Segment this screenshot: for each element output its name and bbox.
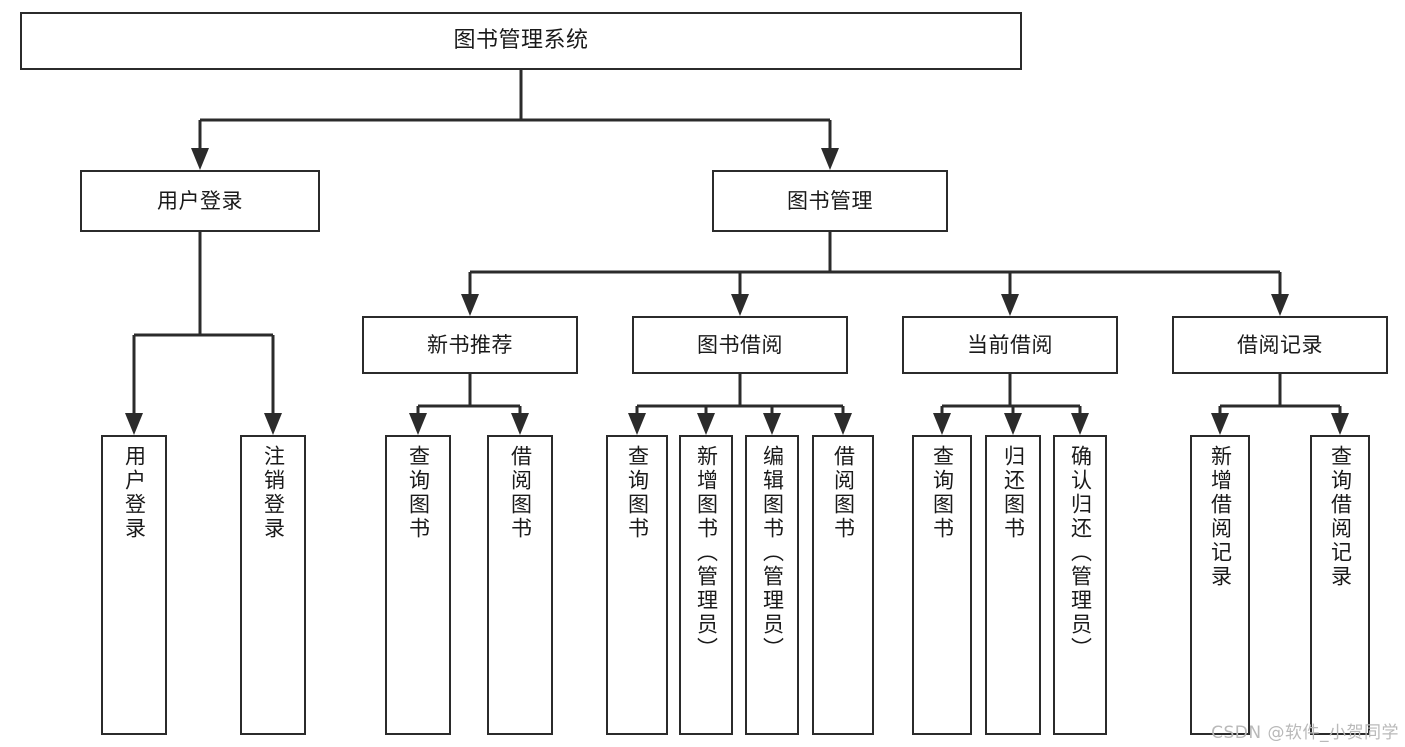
node-l4-d1[interactable]: 查询图书 [912, 435, 972, 735]
edge-arrow-l4-a2 [264, 413, 282, 435]
edge-arrow-l4-c1 [628, 413, 646, 435]
node-label-l2-bookmgr: 图书管理 [787, 188, 873, 213]
node-label-l4-e1: 新增借阅记录 [1208, 445, 1233, 589]
node-label-l4-d2: 归还图书 [1001, 445, 1026, 541]
node-l3-current[interactable]: 当前借阅 [902, 316, 1118, 374]
edge-arrow-l4-d3 [1071, 413, 1089, 435]
node-l4-e1[interactable]: 新增借阅记录 [1190, 435, 1250, 735]
edge-arrow-l3-records [1271, 294, 1289, 316]
edge-arrow-l4-c2 [697, 413, 715, 435]
node-label-l4-d3: 确认归还（管理员） [1068, 445, 1093, 661]
node-label-l4-c3: 编辑图书（管理员） [760, 445, 785, 661]
node-l4-b2[interactable]: 借阅图书 [487, 435, 553, 735]
node-l4-e2[interactable]: 查询借阅记录 [1310, 435, 1370, 735]
node-l4-c1[interactable]: 查询图书 [606, 435, 668, 735]
edge-arrow-l2-bookmgr [821, 148, 839, 170]
edge-arrow-l4-b2 [511, 413, 529, 435]
node-l3-records[interactable]: 借阅记录 [1172, 316, 1388, 374]
node-l3-borrow[interactable]: 图书借阅 [632, 316, 848, 374]
node-l4-c3[interactable]: 编辑图书（管理员） [745, 435, 799, 735]
node-label-l4-a2: 注销登录 [261, 445, 286, 541]
node-label-l4-d1: 查询图书 [930, 445, 955, 541]
node-label-l3-newbook: 新书推荐 [427, 332, 513, 357]
node-label-l4-c2: 新增图书（管理员） [694, 445, 719, 661]
node-l2-bookmgr[interactable]: 图书管理 [712, 170, 948, 232]
edge-arrow-l4-e2 [1331, 413, 1349, 435]
node-root[interactable]: 图书管理系统 [20, 12, 1022, 70]
edge-arrow-l4-c4 [834, 413, 852, 435]
node-l4-c2[interactable]: 新增图书（管理员） [679, 435, 733, 735]
node-l3-newbook[interactable]: 新书推荐 [362, 316, 578, 374]
node-label-l3-borrow: 图书借阅 [697, 332, 783, 357]
node-label-l4-b1: 查询图书 [406, 445, 431, 541]
node-l2-login[interactable]: 用户登录 [80, 170, 320, 232]
node-l4-d3[interactable]: 确认归还（管理员） [1053, 435, 1107, 735]
edge-arrow-l3-borrow [731, 294, 749, 316]
node-l4-d2[interactable]: 归还图书 [985, 435, 1041, 735]
node-label-l4-c1: 查询图书 [625, 445, 650, 541]
edge-arrow-l3-newbook [461, 294, 479, 316]
node-label-l4-c4: 借阅图书 [831, 445, 856, 541]
edge-arrow-l4-a1 [125, 413, 143, 435]
edge-arrow-l4-d1 [933, 413, 951, 435]
node-label-l4-e2: 查询借阅记录 [1328, 445, 1353, 589]
node-label-l4-a1: 用户登录 [122, 445, 147, 541]
edge-arrow-l2-login [191, 148, 209, 170]
edge-arrow-l4-d2 [1004, 413, 1022, 435]
edge-arrow-l4-e1 [1211, 413, 1229, 435]
node-l4-a1[interactable]: 用户登录 [101, 435, 167, 735]
node-label-l3-records: 借阅记录 [1237, 332, 1323, 357]
edge-arrow-l4-b1 [409, 413, 427, 435]
node-label-root: 图书管理系统 [453, 28, 589, 54]
node-l4-b1[interactable]: 查询图书 [385, 435, 451, 735]
node-label-l4-b2: 借阅图书 [508, 445, 533, 541]
node-label-l2-login: 用户登录 [157, 188, 243, 213]
edge-arrow-l3-current [1001, 294, 1019, 316]
node-l4-a2[interactable]: 注销登录 [240, 435, 306, 735]
node-label-l3-current: 当前借阅 [967, 332, 1053, 357]
watermark-label: CSDN @软件_小贺同学 [1211, 723, 1399, 743]
node-l4-c4[interactable]: 借阅图书 [812, 435, 874, 735]
edge-arrow-l4-c3 [763, 413, 781, 435]
